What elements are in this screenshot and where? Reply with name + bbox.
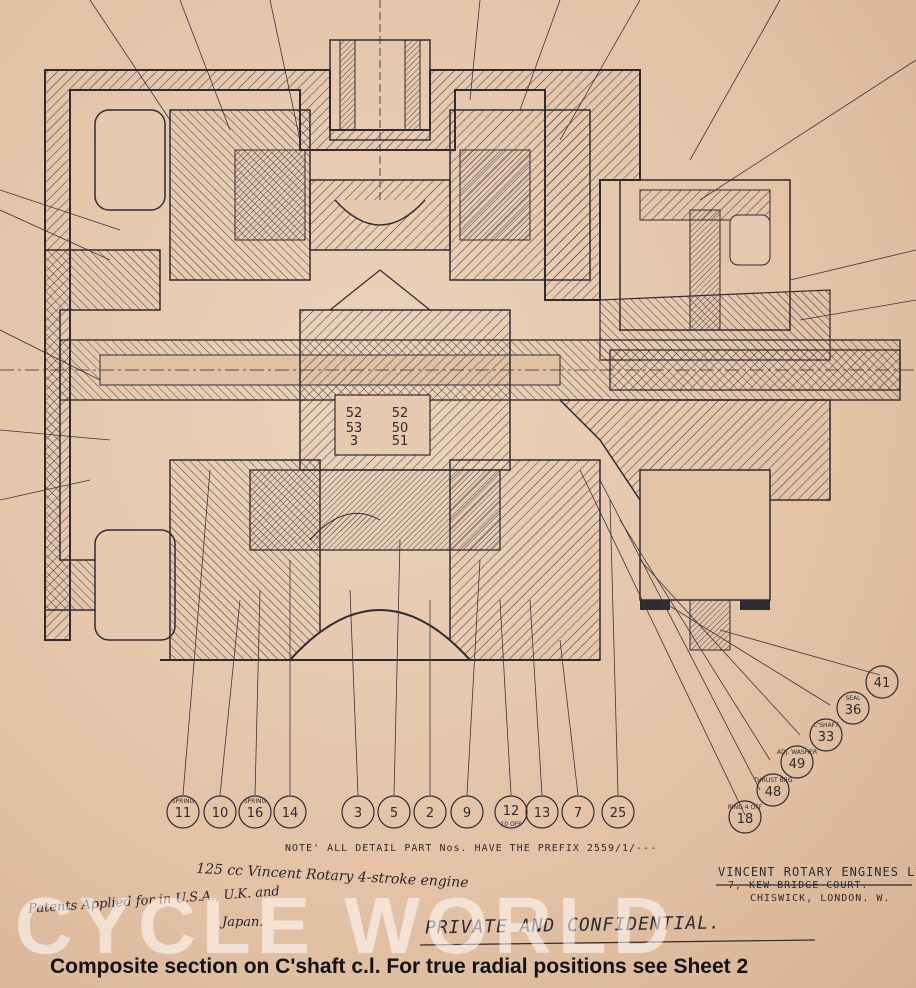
- svg-text:11: 11: [175, 806, 192, 821]
- svg-text:THRUST BRG: THRUST BRG: [752, 777, 792, 784]
- svg-text:C'SHAFT: C'SHAFT: [813, 722, 839, 729]
- svg-text:33: 33: [818, 730, 835, 745]
- patent-note-line2: Japan.: [222, 915, 264, 930]
- svg-text:10 OFF: 10 OFF: [500, 821, 522, 828]
- center-label-l3: 3: [350, 434, 358, 449]
- company-name: VINCENT ROTARY ENGINES LTD: [718, 865, 916, 879]
- center-labels: 52 53 3 52 50 51: [346, 406, 409, 449]
- cylinder-top: [329, 0, 431, 200]
- svg-text:ADJ. WASHER: ADJ. WASHER: [777, 749, 817, 756]
- svg-text:10: 10: [212, 806, 229, 821]
- callout-5: 5: [377, 795, 411, 829]
- callout-10: 10: [203, 795, 237, 829]
- center-label-r1: 52: [392, 406, 409, 421]
- svg-text:25: 25: [610, 806, 627, 821]
- svg-text:SPRING: SPRING: [172, 798, 195, 805]
- svg-text:14: 14: [282, 806, 299, 821]
- lower-crankcase: [160, 459, 601, 661]
- center-label-r2: 50: [392, 421, 409, 436]
- svg-text:36: 36: [845, 703, 862, 718]
- central-gear: [299, 309, 511, 471]
- svg-text:2: 2: [426, 806, 434, 821]
- svg-text:RING 4 OFF: RING 4 OFF: [728, 804, 763, 811]
- part-number-note: NOTE' ALL DETAIL PART Nos. HAVE THE PREF…: [285, 843, 658, 854]
- center-label-l1: 52: [346, 406, 363, 421]
- svg-text:3: 3: [354, 806, 362, 821]
- svg-text:7: 7: [574, 806, 582, 821]
- svg-text:48: 48: [765, 785, 782, 800]
- rotor-section: [169, 109, 591, 311]
- svg-text:12: 12: [503, 804, 520, 819]
- svg-text:SPRING: SPRING: [244, 798, 267, 805]
- svg-text:41: 41: [874, 676, 891, 691]
- callout-14: 14: [273, 795, 307, 829]
- drawing-caption: Composite section on C'shaft c.l. For tr…: [50, 955, 749, 978]
- center-label-r3: 51: [392, 434, 409, 449]
- svg-text:16: 16: [247, 806, 264, 821]
- callout-13: 13: [525, 795, 559, 829]
- watermark: CYCLE WORLD: [15, 881, 677, 970]
- right-housing: [558, 179, 831, 651]
- callout-2: 2: [413, 795, 447, 829]
- callout-25: 25: [601, 795, 635, 829]
- callout-3: 3: [341, 795, 375, 829]
- callout-41: 41: [865, 665, 899, 699]
- svg-text:18: 18: [737, 812, 754, 827]
- callout-12: 10 OFF 12: [494, 795, 528, 829]
- svg-text:9: 9: [463, 806, 471, 821]
- svg-text:49: 49: [789, 757, 806, 772]
- company-address-2: CHISWICK, LONDON. W.: [750, 893, 891, 904]
- svg-text:SEAL: SEAL: [845, 695, 861, 702]
- company-address-1: 7, KEW BRIDGE COURT.: [728, 880, 869, 891]
- callout-9: 9: [450, 795, 484, 829]
- stamp-underline: [419, 939, 816, 946]
- callout-7: 7: [561, 795, 595, 829]
- svg-text:13: 13: [534, 806, 551, 821]
- center-label-l2: 53: [346, 421, 363, 436]
- bottom-leader-lines: [182, 469, 881, 816]
- svg-text:5: 5: [390, 806, 398, 821]
